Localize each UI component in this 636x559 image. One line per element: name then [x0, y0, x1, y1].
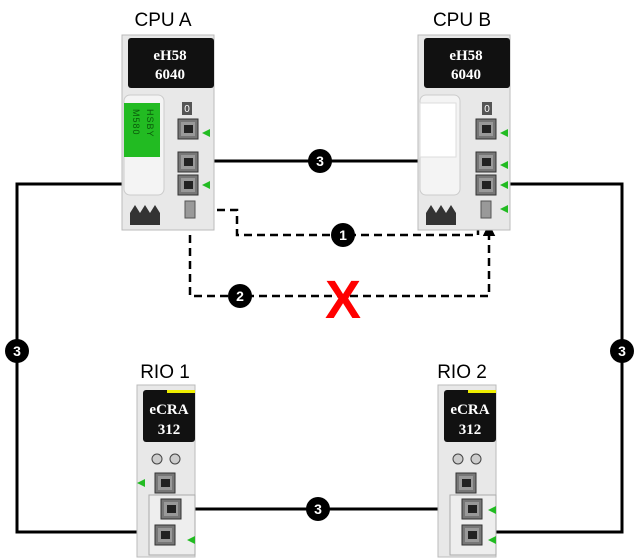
- svg-text:2: 2: [236, 288, 244, 304]
- badge-link-3-bottom: 3: [306, 497, 330, 521]
- hsby-card-icon: [124, 103, 160, 157]
- rio-2-module[interactable]: eCRA 312: [437, 384, 497, 558]
- rio-model-line2: 312: [459, 422, 482, 438]
- hsby-card-left-text: M580: [131, 109, 141, 136]
- cpu-a-module[interactable]: eH58 6040 M580 HSBY 0: [121, 34, 215, 231]
- badge-link-3-right: 3: [610, 339, 634, 363]
- sync-link-2: [188, 222, 496, 298]
- svg-text:3: 3: [618, 343, 626, 359]
- failure-x-mark: X: [325, 270, 361, 330]
- rio-model-line2: 312: [158, 422, 181, 438]
- badge-link-3-top: 3: [308, 149, 332, 173]
- slot-number: 0: [484, 104, 490, 115]
- cpu-b-label: CPU B: [433, 10, 491, 31]
- badge-link-1: 1: [331, 223, 355, 247]
- cpu-model-line2: 6040: [451, 67, 481, 83]
- rio-1-module[interactable]: eCRA 312: [136, 384, 196, 558]
- cpu-a-label: CPU A: [134, 10, 191, 31]
- rio-1-label: RIO 1: [140, 362, 190, 383]
- cpu-model-line2: 6040: [155, 67, 185, 83]
- cpu-b-module[interactable]: eH58 6040 0: [417, 34, 511, 231]
- rio-2-label: RIO 2: [437, 362, 487, 383]
- svg-text:1: 1: [339, 227, 347, 243]
- hsby-card-right-text: HSBY: [145, 109, 155, 138]
- badge-link-3-left: 3: [5, 339, 29, 363]
- ring-cables: [15, 159, 624, 534]
- slot-number: 0: [184, 104, 190, 115]
- svg-text:3: 3: [13, 343, 21, 359]
- badge-link-2: 2: [228, 284, 252, 308]
- rio-model-line1: eCRA: [450, 402, 489, 418]
- rio-model-line1: eCRA: [149, 402, 188, 418]
- cable-cpu-b-to-rio-2: [480, 182, 624, 534]
- svg-text:3: 3: [316, 153, 324, 169]
- svg-text:3: 3: [314, 501, 322, 517]
- cpu-model-line1: eH58: [449, 48, 482, 64]
- cpu-model-line1: eH58: [153, 48, 186, 64]
